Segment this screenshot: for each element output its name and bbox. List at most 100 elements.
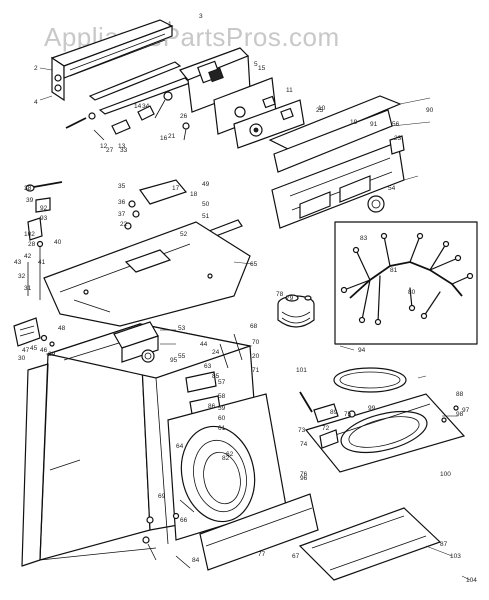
- callout-21: 21: [168, 133, 176, 140]
- callout-41: 41: [38, 259, 46, 266]
- switch-plate: [233, 99, 305, 149]
- leader-lines: [417, 375, 471, 581]
- lid-hinge-parts: [299, 391, 356, 449]
- callout-44: 44: [200, 341, 208, 348]
- callout-31: 31: [24, 285, 32, 292]
- callout-1: 1: [168, 21, 172, 28]
- callout-69: 69: [158, 493, 166, 500]
- side-brackets: [181, 333, 243, 425]
- callout-64: 64: [176, 443, 184, 450]
- control-console: [268, 95, 431, 229]
- callout-85: 85: [212, 373, 220, 380]
- callout-16: 16: [160, 135, 168, 142]
- callout-5: 5: [254, 61, 258, 68]
- callout-10: 10: [318, 105, 326, 112]
- callout-42: 42: [24, 253, 32, 260]
- callout-47: 47: [22, 347, 30, 354]
- callout-3: 3: [199, 13, 203, 20]
- callout-82: 82: [222, 455, 230, 462]
- callout-92: 92: [40, 205, 48, 212]
- drain-pump-part: [277, 294, 315, 328]
- callout-57: 57: [218, 379, 226, 386]
- callout-46: 46: [40, 347, 48, 354]
- latch-parts: [13, 317, 55, 347]
- callout-87: 87: [440, 541, 448, 548]
- callout-39: 39: [26, 197, 34, 204]
- callout-71: 71: [252, 367, 260, 374]
- callout-75: 75: [344, 411, 352, 418]
- callout-51: 51: [202, 213, 210, 220]
- callout-91: 91: [370, 121, 378, 128]
- callout-35: 35: [118, 183, 126, 190]
- callout-38: 38: [24, 185, 32, 192]
- callout-74: 74: [300, 441, 308, 448]
- callout-65: 65: [250, 261, 258, 268]
- callout-22: 22: [120, 221, 128, 228]
- top-rail-assembly: [39, 19, 192, 115]
- callout-50: 50: [202, 201, 210, 208]
- callout-98: 98: [456, 411, 464, 418]
- callout-66: 66: [180, 517, 188, 524]
- callout-76: 76: [300, 471, 308, 478]
- callout-25: 25: [316, 107, 324, 114]
- callout-80: 80: [408, 289, 416, 296]
- callout-15: 15: [258, 65, 266, 72]
- callout-93: 93: [40, 215, 48, 222]
- callout-100: 100: [440, 471, 451, 478]
- small-hardware-bottom: [142, 516, 191, 569]
- callout-2: 2: [34, 65, 38, 72]
- callout-4: 4: [34, 99, 38, 106]
- callout-103: 103: [450, 553, 461, 560]
- callout-68: 68: [250, 323, 258, 330]
- callout-29: 29: [48, 351, 56, 358]
- callout-26: 26: [180, 113, 188, 120]
- lower-frame: [298, 507, 442, 581]
- callout-11: 11: [286, 87, 293, 94]
- callout-18: 18: [190, 191, 198, 198]
- callout-86: 86: [208, 403, 216, 410]
- callout-52: 52: [180, 231, 188, 238]
- wire-harness-box: [334, 221, 478, 351]
- callout-62: 62: [226, 451, 234, 458]
- callout-90: 90: [426, 107, 434, 114]
- callout-45: 45: [30, 345, 38, 352]
- callout-99: 99: [368, 405, 376, 412]
- callout-59: 59: [218, 405, 226, 412]
- callout-43: 43: [14, 259, 22, 266]
- callout-104: 104: [466, 577, 477, 584]
- callout-40: 40: [54, 239, 62, 246]
- callout-17: 17: [172, 185, 180, 192]
- small-hardware-top: [65, 105, 190, 141]
- callout-30: 30: [18, 355, 26, 362]
- callout-77: 77: [258, 551, 266, 558]
- callout-60: 60: [218, 415, 226, 422]
- callout-94: 94: [358, 347, 366, 354]
- callout-72: 72: [322, 425, 330, 432]
- door-switch: [113, 321, 176, 363]
- callout-95: 95: [170, 357, 178, 364]
- callout-63: 63: [204, 363, 212, 370]
- callout-54: 54: [388, 185, 396, 192]
- callout-36: 36: [118, 199, 126, 206]
- callout-101: 101: [296, 367, 307, 374]
- callout-53: 53: [178, 325, 186, 332]
- callout-24: 24: [212, 349, 220, 356]
- callout-49: 49: [202, 181, 210, 188]
- top-lid-panel: [304, 393, 466, 473]
- callout-102: 102: [24, 231, 35, 238]
- control-bracket: [154, 47, 277, 135]
- callout-14: 14: [134, 103, 142, 110]
- callout-32: 32: [18, 273, 26, 280]
- callout-58: 58: [218, 393, 226, 400]
- callout-73: 73: [298, 427, 306, 434]
- callout-61: 61: [218, 425, 226, 432]
- callout-84: 84: [192, 557, 200, 564]
- callout-83: 83: [360, 235, 368, 242]
- callout-23: 23: [394, 135, 402, 142]
- callout-34: 34: [142, 103, 150, 110]
- callout-79: 79: [286, 295, 294, 302]
- callout-78: 78: [276, 291, 284, 298]
- kick-panel: [199, 493, 319, 571]
- callout-55: 55: [178, 353, 186, 360]
